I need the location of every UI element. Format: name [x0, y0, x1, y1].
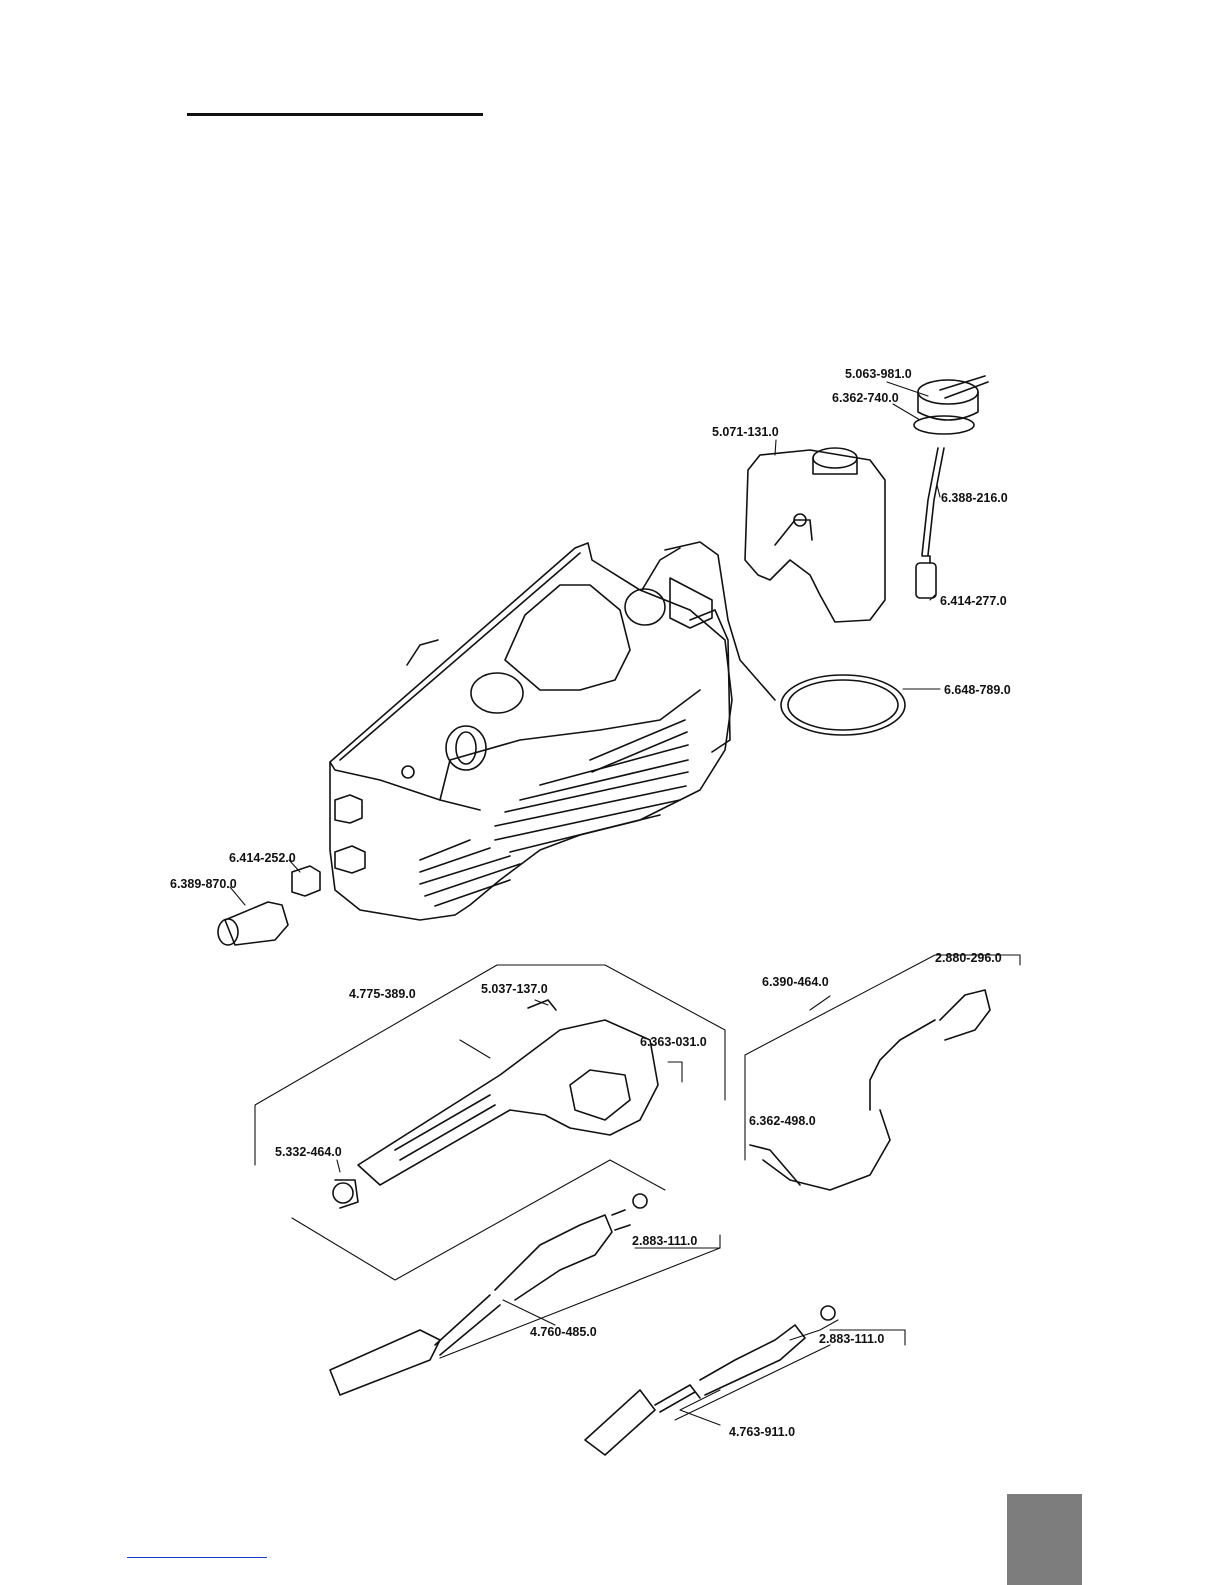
- label-6-390-464-0: 6.390-464.0: [762, 975, 829, 989]
- label-5-332-464-0: 5.332-464.0: [275, 1145, 342, 1159]
- pressure-washer-body: [330, 543, 732, 920]
- label-5-071-131-0: 5.071-131.0: [712, 425, 779, 439]
- label-5-037-137-0: 5.037-137.0: [481, 982, 548, 996]
- label-4-763-911-0: 4.763-911.0: [729, 1425, 795, 1439]
- label-2-880-296-0: 2.880-296.0: [935, 951, 1002, 965]
- label-6-414-252-0: 6.414-252.0: [229, 851, 296, 865]
- label-6-648-789-0: 6.648-789.0: [944, 683, 1011, 697]
- label-5-063-981-0: 5.063-981.0: [845, 367, 912, 381]
- label-6-388-216-0: 6.388-216.0: [941, 491, 1008, 505]
- label-6-363-031-0: 6.363-031.0: [640, 1035, 707, 1049]
- suction-hose: [916, 448, 944, 598]
- label-2-883-111-0-gun: 2.883-111.0: [632, 1234, 697, 1248]
- label-6-362-740-0: 6.362-740.0: [832, 391, 899, 405]
- page-tab: [1007, 1494, 1082, 1585]
- label-6-389-870-0: 6.389-870.0: [170, 877, 237, 891]
- tank-cap: [914, 376, 988, 434]
- detergent-tank: [745, 448, 885, 622]
- spray-lance: [330, 1194, 647, 1395]
- label-6-362-498-0: 6.362-498.0: [749, 1114, 816, 1128]
- footer-link-underline[interactable]: [127, 1557, 267, 1558]
- leader-lines: [230, 382, 1020, 1425]
- high-pressure-hose: [750, 990, 990, 1190]
- rotary-nozzle-lance: [585, 1306, 835, 1455]
- coiled-hose: [665, 542, 905, 735]
- label-4-760-485-0: 4.760-485.0: [530, 1325, 597, 1339]
- label-2-883-111-0-lance: 2.883-111.0: [819, 1332, 884, 1346]
- label-4-775-389-0: 4.775-389.0: [349, 987, 416, 1001]
- label-6-414-277-0: 6.414-277.0: [940, 594, 1007, 608]
